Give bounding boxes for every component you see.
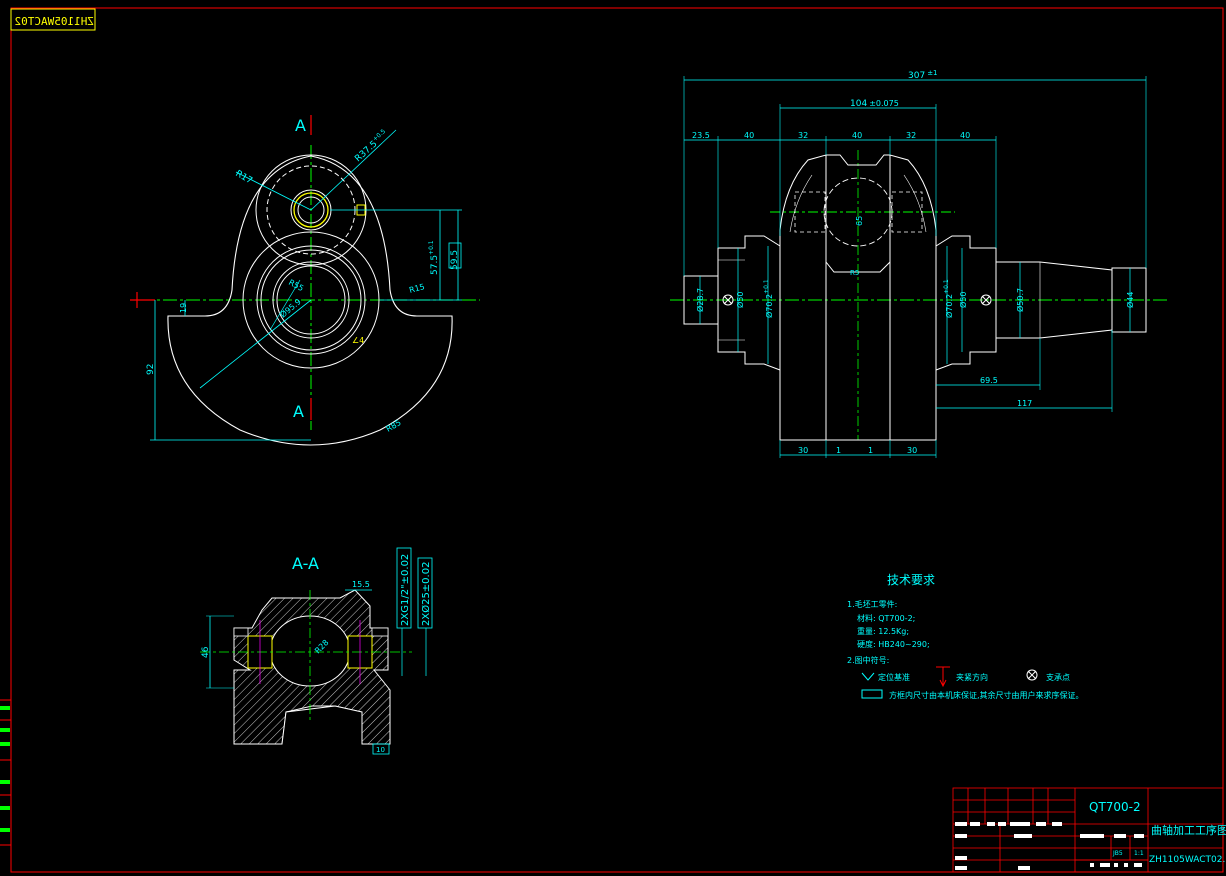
dim-r17: R17 <box>234 169 254 187</box>
dia-left-end: Ø28.7 <box>695 288 705 312</box>
legend-locate: 定位基准 <box>878 672 910 682</box>
dim-r15: R15 <box>408 282 426 295</box>
tech-note-5: 2.图中符号: <box>847 655 889 665</box>
legend-box: 方框内尺寸由本机床保证,其余尺寸由用户来求序保证。 <box>889 690 1084 700</box>
section-title: A-A <box>292 554 319 573</box>
dim-57: 57.5+0.1 <box>428 240 440 275</box>
title-scale: 1:1 <box>1134 850 1144 857</box>
dia-70a: Ø70.2+0.1 <box>763 279 774 318</box>
seg-32a: 32 <box>798 131 808 140</box>
web-30a: 30 <box>798 446 808 455</box>
tech-note-4: 硬度: HB240~290; <box>857 639 930 649</box>
dia-50-7: Ø50.7 <box>1015 288 1025 312</box>
support-point-icon <box>980 294 992 306</box>
web-30b: 30 <box>907 446 917 455</box>
mirrored-code-text: ZH1105WACT02 <box>15 15 94 28</box>
seg-32b: 32 <box>906 131 916 140</box>
dim-92: 92 <box>146 364 156 375</box>
title-drawing-no: ZH1105WACT02.1 <box>1149 855 1226 865</box>
dim-r5: R5 <box>850 269 859 277</box>
seg-40b: 40 <box>852 131 862 140</box>
legend-support: 支承点 <box>1046 672 1070 682</box>
tech-notes: 技术要求 1.毛坯工零件: 材料: QT700-2; 重量: 12.5Kg; 硬… <box>847 573 1084 700</box>
title-block <box>952 787 1224 873</box>
title-drawing-name: 曲轴加工工序图 <box>1151 823 1226 837</box>
dia-65: 65 <box>855 216 864 226</box>
dim-69: 69.5 <box>980 376 998 385</box>
tech-notes-heading: 技术要求 <box>887 573 935 587</box>
dim-10: 10 <box>376 746 385 754</box>
support-point-icon <box>722 294 734 306</box>
box-symbol-icon <box>861 689 883 699</box>
tiny-mark: ∠4 <box>352 336 364 345</box>
dim-46: 46 <box>201 646 211 658</box>
dia-70b: Ø70.2+0.1 <box>943 279 954 318</box>
left-edge-tabs <box>0 699 11 846</box>
support-point-icon <box>1026 669 1038 681</box>
section-view: A-A R28 46 15.5 2XG1/2"±0.02 2XØ25±0.02 … <box>200 547 433 755</box>
tech-note-3: 重量: 12.5Kg; <box>857 626 909 636</box>
dim-overall: 307±1 <box>908 69 938 81</box>
sheet-border <box>10 7 1224 873</box>
dia-50a: Ø50 <box>735 292 745 308</box>
dim-r55: R55 <box>287 278 305 293</box>
dim-r37: R37.5+0.5 <box>352 128 391 164</box>
dim-15: 15.5 <box>352 580 370 589</box>
bore-note: 2XØ25±0.02 <box>420 562 432 626</box>
dim-117: 117 <box>1017 399 1032 408</box>
seg-40a: 40 <box>744 131 754 140</box>
seg-40c: 40 <box>960 131 970 140</box>
gap-1b: 1 <box>868 446 873 455</box>
tech-note-2: 材料: QT700-2; <box>857 613 915 623</box>
dim-19: 19 <box>179 303 188 313</box>
clamp-arrow-icon <box>936 666 950 688</box>
title-material: QT700-2 <box>1089 800 1141 814</box>
seg-23: 23.5 <box>692 131 710 140</box>
section-mark-bottom: A <box>293 402 304 421</box>
gap-1a: 1 <box>836 446 841 455</box>
dim-r85: R85 <box>385 418 403 434</box>
tech-note-1: 1.毛坯工零件: <box>847 599 897 609</box>
dim-center-span: 104±0.075 <box>850 99 899 109</box>
title-block-marks <box>955 822 1144 870</box>
locate-symbol-icon <box>861 672 875 681</box>
legend-clamp: 夹紧方向 <box>956 672 988 682</box>
section-mark-top: A <box>295 116 306 135</box>
title-sheet: JB5 <box>1112 850 1123 857</box>
dia-44: Ø44 <box>1125 292 1135 308</box>
mirrored-code-box: ZH1105WACT02 <box>10 8 96 31</box>
side-view: 307±1 104±0.075 23.5 40 32 40 32 40 Ø28.… <box>670 69 1170 458</box>
dia-50b: Ø50 <box>958 292 968 308</box>
dim-59: 59.5 <box>450 250 460 270</box>
front-view: A A R37.5+0.5 R17 57.5+0.1 59.5 R5 <box>130 115 480 446</box>
thread-note: 2XG1/2"±0.02 <box>400 554 411 626</box>
